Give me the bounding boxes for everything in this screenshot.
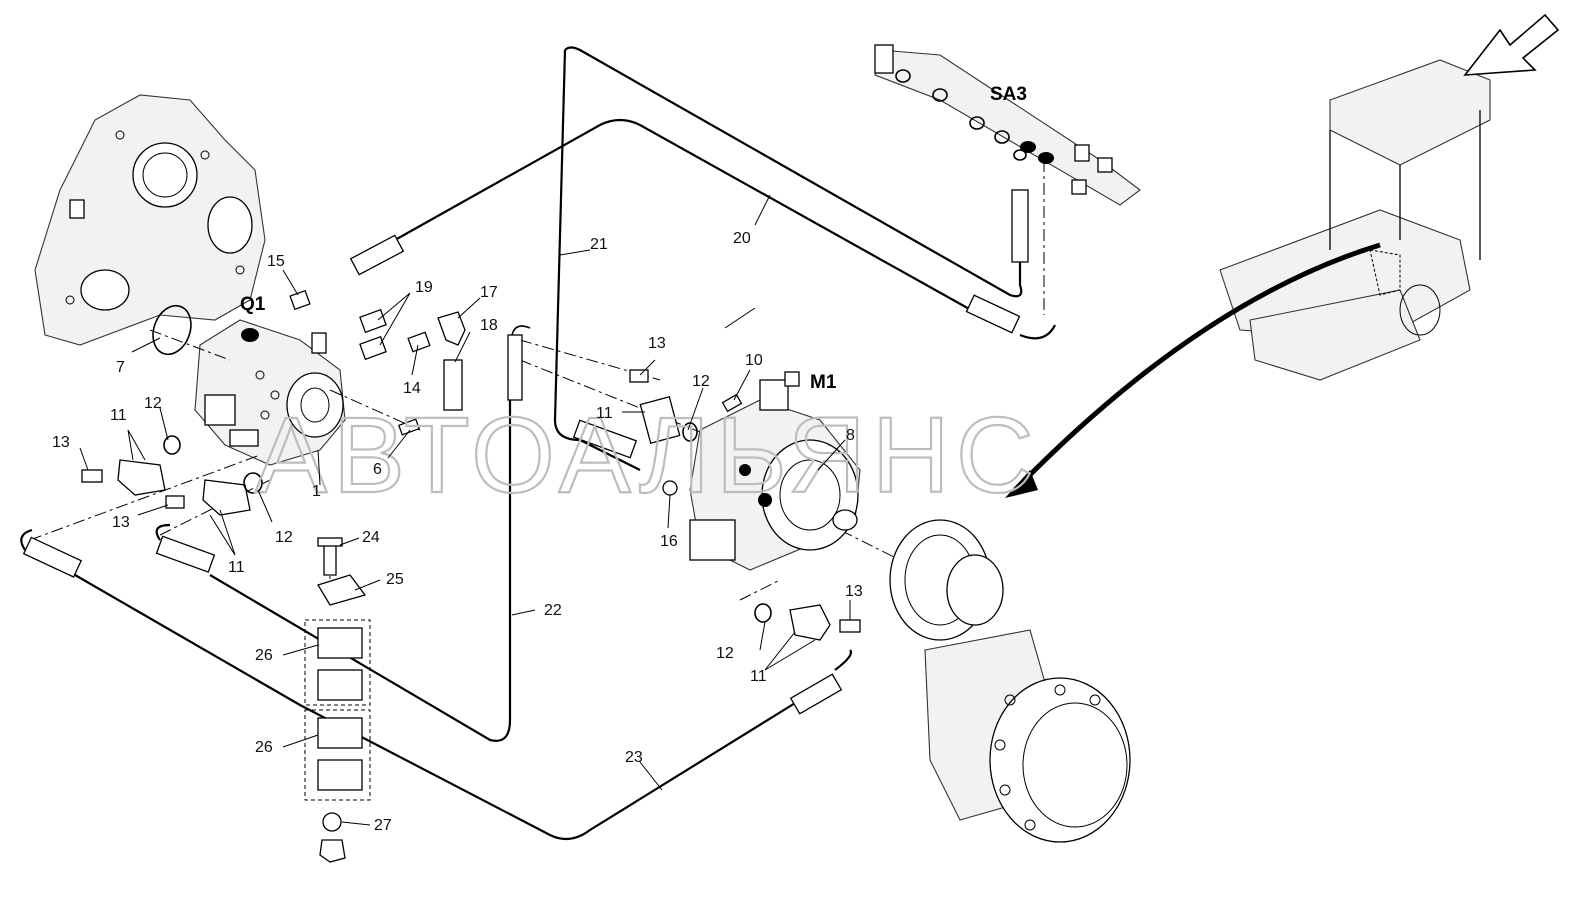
callout-11-d: 11: [750, 668, 767, 685]
callout-11-b: 11: [228, 559, 245, 576]
manifold-sa3: [874, 44, 1141, 206]
leader-lines: [79, 194, 851, 826]
o-ring-7: [152, 304, 192, 356]
callout-22: 22: [544, 602, 562, 619]
callout-23: 23: [625, 749, 643, 766]
locator-arrowhead: [1005, 470, 1038, 498]
callout-26-a: 26: [255, 647, 273, 664]
hose-clamp-stack: [304, 537, 371, 863]
hoses: [20, 46, 1056, 841]
callout-27: 27: [374, 817, 392, 834]
callout-26-b: 26: [255, 739, 273, 756]
callout-24: 24: [362, 529, 380, 546]
callout-10: 10: [745, 352, 763, 369]
callout-13-d: 13: [845, 583, 863, 600]
callout-1: 1: [312, 483, 321, 500]
callout-7: 7: [116, 359, 125, 376]
paver-machine: [1219, 59, 1491, 381]
locator-arrow-icon: [1013, 242, 1381, 492]
flange-clamps-left: [81, 435, 263, 516]
callout-19: 19: [415, 279, 433, 296]
callout-15: 15: [267, 253, 285, 270]
callout-12-b: 12: [275, 529, 293, 546]
clamp-lower: [754, 603, 861, 641]
callout-12-c: 12: [692, 373, 710, 390]
callout-12-d: 12: [716, 645, 734, 662]
motor-m1: [629, 369, 861, 571]
pump-q1: [194, 319, 346, 466]
callout-8: 8: [846, 427, 855, 444]
pump-fittings: [289, 289, 531, 436]
callout-16: 16: [660, 533, 678, 550]
label-sa3: SA3: [990, 84, 1027, 105]
callout-17: 17: [480, 284, 498, 301]
callout-20: 20: [733, 230, 751, 247]
view-direction-arrow-icon: [1463, 13, 1560, 76]
callout-21: 21: [590, 236, 608, 253]
gear-housing: [34, 94, 266, 346]
callout-14: 14: [403, 380, 421, 397]
final-drive: [889, 519, 1131, 843]
callout-13-a: 13: [52, 434, 70, 451]
callout-13-b: 13: [112, 514, 130, 531]
watermark-text: АВТОАЛЬЯНС: [255, 394, 1040, 515]
callout-12-a: 12: [144, 395, 162, 412]
callout-6: 6: [373, 461, 382, 478]
callout-11-c: 11: [596, 405, 613, 422]
callout-11-a: 11: [110, 407, 127, 424]
callout-13-c: 13: [648, 335, 666, 352]
label-m1: M1: [810, 372, 837, 393]
callout-18: 18: [480, 317, 498, 334]
label-q1: Q1: [240, 294, 266, 315]
callout-25: 25: [386, 571, 404, 588]
